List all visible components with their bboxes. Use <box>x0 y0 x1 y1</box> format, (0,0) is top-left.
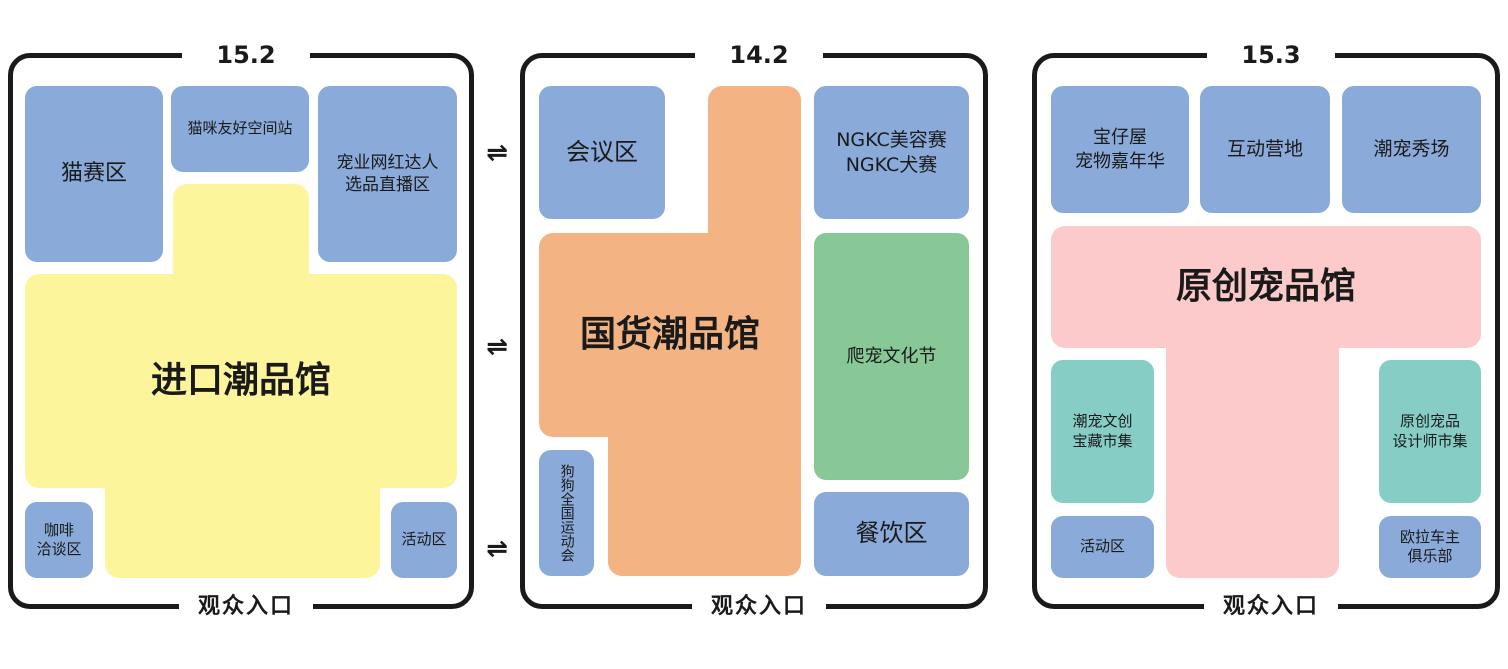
zone-collection-market[interactable]: 潮宠文创 宝藏市集 <box>1051 360 1154 503</box>
zone-activity[interactable]: 活动区 <box>1051 516 1154 578</box>
entrance-label[interactable]: 观众入口 <box>179 588 313 626</box>
hall-14-2: 14.2 会议区 国货潮品馆 NGKC美容赛 NGKC犬赛 爬宠文化节 狗狗全国… <box>520 36 988 626</box>
hall-15-2: 15.2 猫赛区 猫咪友好空间站 宠业网红达人 选品直播区 进口潮品馆 咖啡 洽… <box>8 36 474 626</box>
zone-interactive[interactable]: 互动营地 <box>1200 86 1330 213</box>
zone-reptile[interactable]: 爬宠文化节 <box>814 233 969 480</box>
entrance-label[interactable]: 观众入口 <box>692 588 826 626</box>
hall-number: 15.2 <box>182 36 310 74</box>
connector-arrows-icon: ⇌ <box>486 332 508 362</box>
zone-cat-show[interactable]: 猫赛区 <box>25 86 163 262</box>
zone-carnival[interactable]: 宝仔屋 宠物嘉年华 <box>1051 86 1189 213</box>
zone-cafe[interactable]: 咖啡 洽谈区 <box>25 502 93 578</box>
hall-15-3: 15.3 宝仔屋 宠物嘉年华 互动营地 潮宠秀场 原创宠品馆 潮宠文创 宝藏市集… <box>1032 36 1500 626</box>
hall-number: 14.2 <box>695 36 823 74</box>
zone-dog-games[interactable]: 狗狗全国运动会 <box>539 450 594 576</box>
hall-number: 15.3 <box>1207 36 1335 74</box>
zone-meeting[interactable]: 会议区 <box>539 86 665 219</box>
zone-influencer-live[interactable]: 宠业网红达人 选品直播区 <box>318 86 457 262</box>
zone-cat-space[interactable]: 猫咪友好空间站 <box>171 86 309 172</box>
connector-arrows-icon: ⇌ <box>486 138 508 168</box>
zone-import-hall[interactable]: 进口潮品馆 <box>25 274 457 488</box>
zone-designer-market[interactable]: 原创宠品 设计师市集 <box>1379 360 1481 503</box>
zone-domestic-hall[interactable]: 国货潮品馆 <box>539 233 801 437</box>
zone-ngkc[interactable]: NGKC美容赛 NGKC犬赛 <box>814 86 969 219</box>
zone-original-hall[interactable]: 原创宠品馆 <box>1051 226 1481 348</box>
entrance-label[interactable]: 观众入口 <box>1204 588 1338 626</box>
zone-pet-show[interactable]: 潮宠秀场 <box>1342 86 1481 213</box>
zone-owners-club[interactable]: 欧拉车主 俱乐部 <box>1379 516 1481 578</box>
zone-dining[interactable]: 餐饮区 <box>814 492 969 576</box>
zone-activity[interactable]: 活动区 <box>391 502 457 578</box>
connector-arrows-icon: ⇌ <box>486 534 508 564</box>
zone-main-original-part <box>1166 308 1339 578</box>
